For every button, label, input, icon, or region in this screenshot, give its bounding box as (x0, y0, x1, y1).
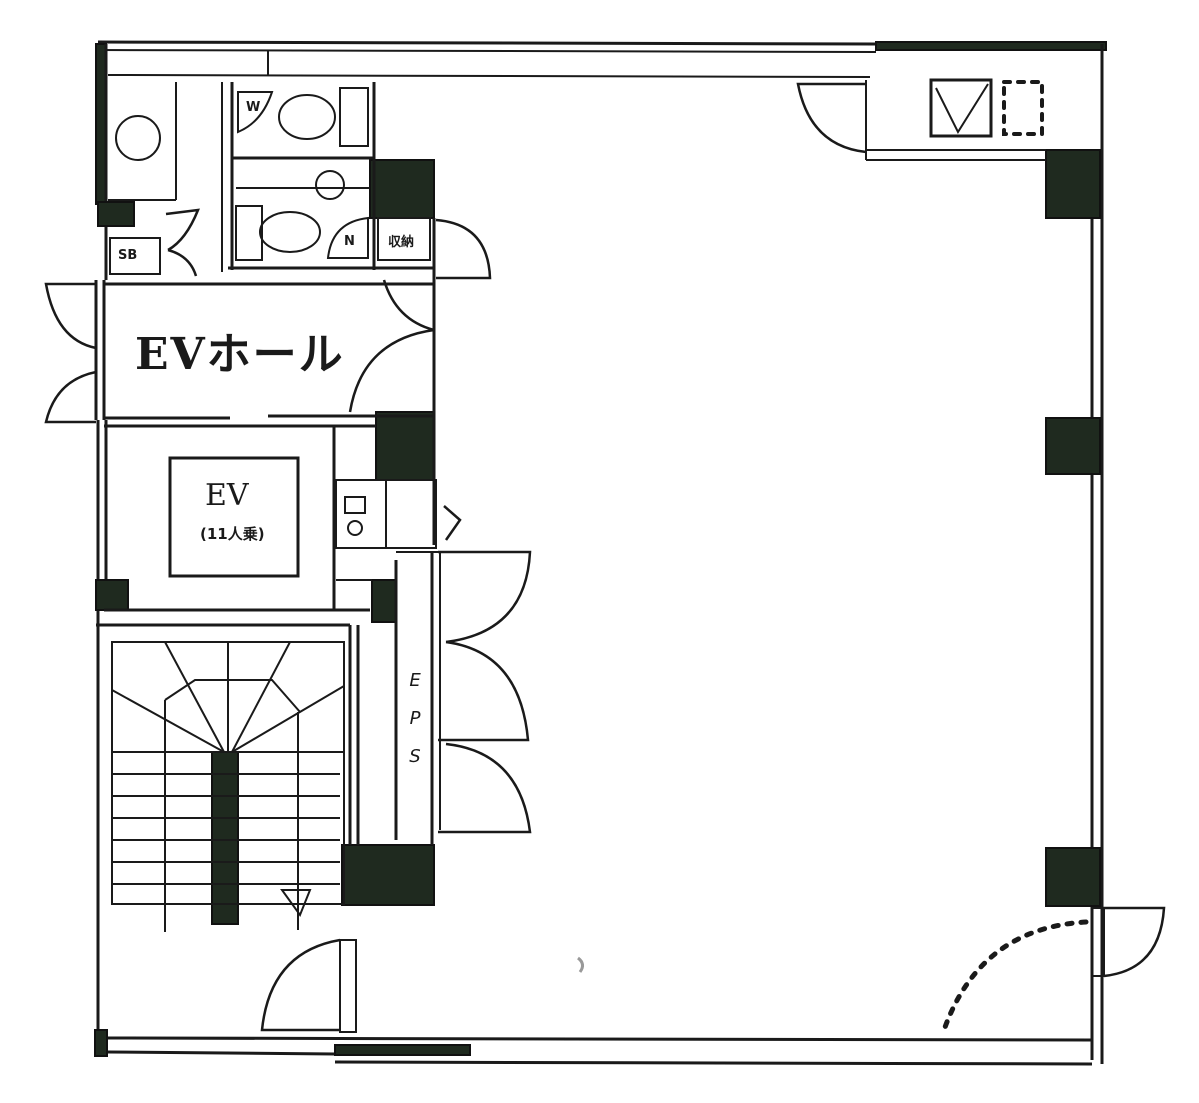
columns (95, 149, 1101, 925)
eps-letter-e: E (409, 670, 421, 691)
doors (44, 80, 1166, 1033)
eps-letter-s: S (409, 746, 421, 767)
ev-hall-label: EVホール (135, 329, 345, 380)
stairs (111, 641, 345, 932)
exterior-walls (94, 40, 1107, 1066)
storage-mark: 収納 (388, 235, 415, 250)
locker-mark: SB (118, 248, 138, 263)
eps-shaft (348, 551, 441, 845)
toilet-area (108, 82, 434, 277)
utility-unit (929, 78, 1044, 138)
toilet-upper-mark: W (246, 100, 261, 115)
elevator-label: EV (205, 478, 249, 513)
eps-label: E P S (405, 662, 425, 776)
ev-hall-area (96, 218, 462, 627)
toilet-lower-mark: N (344, 234, 355, 249)
elevator-capacity-label: (11人乗) (200, 525, 265, 543)
eps-letter-p: P (409, 708, 421, 729)
smudge-mark (577, 956, 585, 973)
